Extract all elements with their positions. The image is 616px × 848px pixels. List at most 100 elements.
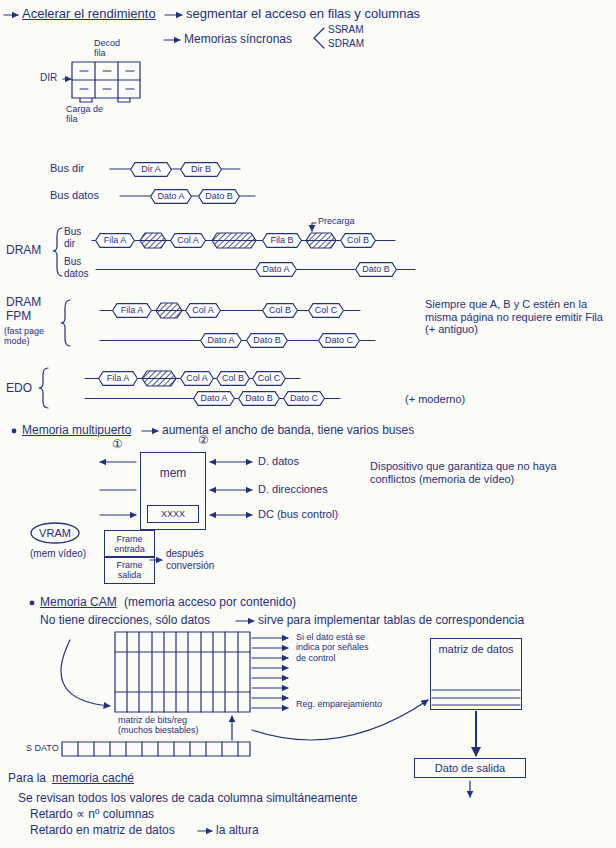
leader-arrow [312,223,316,231]
node-text: Col C [315,305,338,315]
node-label-group: XXXX [161,509,185,519]
node-text: Fila B [270,235,293,245]
note: Dispositivo que garantiza que no haya co… [370,460,570,485]
bullet [12,429,16,433]
node-text: Dato B [253,335,281,345]
hexagon [341,234,376,248]
bullet [30,601,34,605]
arrow [164,39,180,40]
node-text: Col A [186,373,208,383]
bus-cycle: Col B [340,233,376,248]
hexagon [181,163,222,177]
match-arrow [252,677,288,678]
note: la altura [216,824,259,838]
bus-cycle: Dato B [246,333,288,348]
bus-cycle: Col A [170,233,206,248]
node-label-group: Dato B [362,264,390,274]
arrow [198,830,212,831]
hexagon [113,304,152,318]
hexagon [356,263,397,277]
node-label-group: Dato de salida [435,762,505,775]
signal-name: DIR [40,72,57,84]
hexagon [263,304,298,318]
connector-arrow [475,711,477,756]
bus-cycle: Col C [308,303,344,318]
node-text: Dato A [207,335,234,345]
matrix-rows [432,690,520,705]
note: Se revisan todos los valores de cada col… [18,792,358,806]
section-heading: Memoria multipuerto [22,424,131,438]
annotation: (mem vídeo) [30,548,86,560]
node-label-group: Fila A [104,235,127,245]
hexagon [239,392,280,406]
control-register: XXXX [147,505,199,523]
node-label-group: Col C [315,305,338,315]
node-text: Dir A [141,164,161,174]
memory-cells-sketch [72,62,140,98]
hexagon [96,234,135,248]
note: Siempre que A, B y C estén en la misma p… [425,298,605,336]
bus-cycle: Dir A [130,162,172,177]
node-label-group: Dato B [245,393,273,403]
hexagon [309,304,344,318]
hexagon [171,234,206,248]
node-text: Fila A [121,305,144,315]
section-heading: Memoria CAM [40,596,117,610]
match-arrow [252,697,288,698]
arrow [469,781,470,797]
callout-number: ② [198,434,209,448]
arrow [165,14,182,15]
node-label-group: VRAM [39,527,71,540]
bus-cycle: Dato C [318,333,360,348]
note: memoria caché [52,772,134,786]
hatched-cycle [156,303,182,318]
frame-buffer: Frame entrada [104,530,155,558]
annotation: Reg. emparejamiento [296,699,382,709]
curved-arrow [61,640,110,706]
node-text: Col B [269,305,291,315]
node-label-group: mem [160,467,187,481]
arrow [4,14,18,15]
node-text: Frame salida [110,560,150,581]
hexagon [263,234,302,248]
note: sirve para implementar tablas de corresp… [258,614,524,628]
node-text: Frame entrada [110,534,150,555]
bus-cycle: Dato B [198,189,240,204]
curly-brace [39,368,48,408]
hexagon [217,372,250,386]
hexagon [131,163,172,177]
node-label-group: Dato C [325,335,353,345]
bus-cycle: Fila A [98,371,138,386]
node-text: Col B [222,373,244,383]
part-label: Decod fila [94,38,124,59]
node-label-group: Col A [186,373,208,383]
mode-name: DRAM FPM [6,296,46,324]
hatched-cycle [212,233,256,248]
annotation: Precarga [318,216,355,226]
node-label-group: Col C [258,373,281,383]
bus-cycle: Dato C [283,391,325,406]
arrow [236,620,254,621]
ink-drawing [4,15,520,831]
cam-grid-lines [115,632,250,712]
node-label-group: Dato A [262,264,289,274]
node-text: Dato C [325,335,353,345]
cam-bit-matrix [115,632,250,712]
bus-name: Bus dir [64,226,90,249]
hexagon [99,372,138,386]
annotation: (fast page mode) [4,326,60,347]
chevron-bracket [314,28,324,48]
section-heading: Acelerar el rendimiento [22,7,156,22]
circled-term: VRAM [30,522,80,544]
node-label-group: Dato A [200,393,227,403]
hexagon [194,392,235,406]
register-cells [78,742,238,756]
hexagon [253,372,286,386]
node-label-group: Fila A [121,305,144,315]
note: Retardo ∝ nº columnas [30,808,154,822]
node-label-group: Col B [269,305,291,315]
node-label-group: Col A [177,235,199,245]
hexagon [151,190,192,204]
match-arrow [252,707,288,708]
